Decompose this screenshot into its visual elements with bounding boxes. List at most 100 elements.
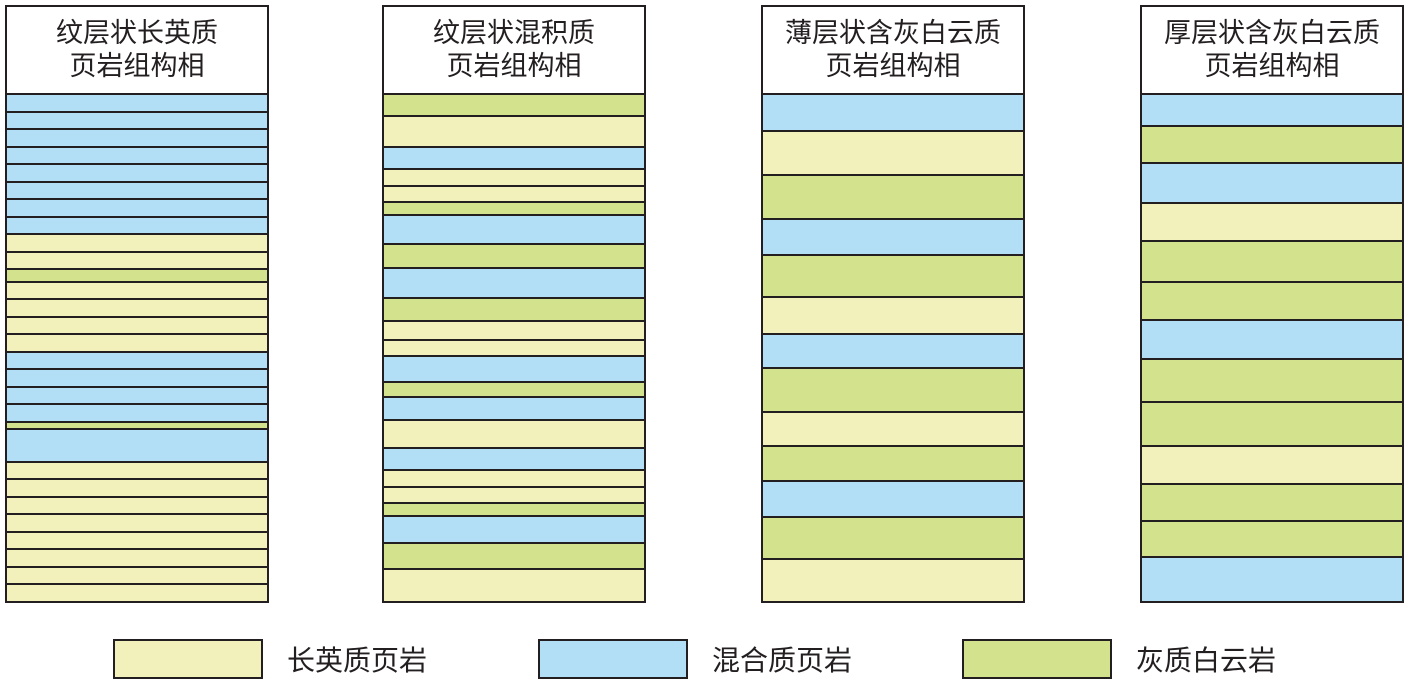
layer-band	[384, 357, 644, 383]
layer-band	[7, 112, 267, 131]
layer-band	[384, 504, 644, 517]
layer-band	[7, 317, 267, 336]
column-title-line2: 页岩组构相	[825, 51, 961, 82]
layer-band	[384, 397, 644, 422]
layer-band	[7, 252, 267, 271]
layer-band	[1142, 484, 1402, 523]
layer-band	[7, 422, 267, 430]
layer-band	[763, 132, 1023, 177]
layer-band	[763, 298, 1023, 335]
column-title-line1: 纹层状长英质	[56, 18, 218, 49]
layer-band	[7, 462, 267, 481]
column-header: 薄层状含灰白云质 页岩组构相	[761, 5, 1025, 93]
layer-band	[384, 95, 644, 118]
layer-band	[1142, 127, 1402, 165]
layer-band	[384, 203, 644, 217]
layer-band	[384, 516, 644, 545]
facies-column-3: 薄层状含灰白云质 页岩组构相	[761, 5, 1025, 603]
facies-column-2: 纹层状混积质 页岩组构相	[382, 5, 646, 603]
layer-band	[7, 567, 267, 586]
layer-band	[1142, 241, 1402, 283]
layer-band	[1142, 558, 1402, 601]
layer-band	[7, 387, 267, 406]
layer-band	[7, 182, 267, 201]
column-title-line1: 薄层状含灰白云质	[785, 18, 1001, 49]
layer-band	[7, 497, 267, 516]
layer-stack	[1140, 93, 1404, 603]
layer-band	[7, 130, 267, 148]
layer-band	[763, 481, 1023, 519]
layer-band	[7, 429, 267, 463]
layer-band	[384, 117, 644, 149]
layer-band	[7, 532, 267, 551]
layer-band	[1142, 164, 1402, 205]
layer-band	[384, 340, 644, 358]
column-title-line2: 页岩组构相	[1204, 51, 1340, 82]
layer-band	[384, 322, 644, 341]
column-header: 纹层状长英质 页岩组构相	[5, 5, 269, 93]
layer-band	[1142, 282, 1402, 321]
layer-band	[1142, 446, 1402, 485]
column-title-line2: 页岩组构相	[69, 51, 205, 82]
layer-band	[384, 245, 644, 270]
layer-band	[763, 256, 1023, 299]
layer-band	[763, 369, 1023, 413]
layer-band	[1142, 95, 1402, 128]
layer-band	[763, 334, 1023, 370]
layer-band	[763, 518, 1023, 561]
layer-band	[7, 352, 267, 371]
layer-band	[763, 95, 1023, 133]
column-header: 纹层状混积质 页岩组构相	[382, 5, 646, 93]
layer-band	[7, 480, 267, 498]
layer-band	[384, 544, 644, 571]
column-title-line1: 纹层状混积质	[433, 18, 595, 49]
layer-band	[7, 282, 267, 301]
legend-item-mixed-shale: 混合质页岩	[538, 638, 852, 680]
legend-swatch	[113, 639, 263, 679]
facies-column-4: 厚层状含灰白云质 页岩组构相	[1140, 5, 1404, 603]
layer-band	[7, 270, 267, 283]
column-title-line2: 页岩组构相	[446, 51, 582, 82]
legend-label: 混合质页岩	[712, 644, 853, 677]
layer-band	[384, 170, 644, 187]
layer-band	[384, 269, 644, 299]
layer-band	[7, 147, 267, 166]
layer-band	[7, 217, 267, 236]
layer-band	[763, 447, 1023, 482]
layer-band	[7, 95, 267, 113]
legend-item-felsic-shale: 长英质页岩	[113, 638, 427, 680]
layer-band	[7, 165, 267, 183]
layer-band	[7, 300, 267, 318]
layer-band	[763, 176, 1023, 221]
column-title-line1: 厚层状含灰白云质	[1164, 18, 1380, 49]
layer-stack	[5, 93, 269, 603]
layer-band	[384, 470, 644, 488]
facies-column-1: 纹层状长英质 页岩组构相	[5, 5, 269, 603]
layer-band	[7, 405, 267, 423]
layer-band	[384, 216, 644, 246]
layer-band	[1142, 403, 1402, 447]
layer-band	[763, 412, 1023, 448]
legend-item-limy-dolomite: 灰质白云岩	[962, 638, 1276, 680]
layer-band	[1142, 204, 1402, 242]
layer-band	[7, 235, 267, 253]
layer-band	[7, 585, 267, 601]
layer-band	[384, 448, 644, 471]
layer-band	[384, 298, 644, 323]
legend-label: 灰质白云岩	[1136, 644, 1277, 677]
layer-band	[384, 570, 644, 601]
layer-band	[763, 560, 1023, 602]
layer-band	[384, 148, 644, 171]
layer-stack	[382, 93, 646, 603]
legend-label: 长英质页岩	[287, 644, 428, 677]
layer-band	[7, 370, 267, 388]
layer-band	[763, 220, 1023, 257]
column-header: 厚层状含灰白云质 页岩组构相	[1140, 5, 1404, 93]
layer-band	[384, 487, 644, 505]
layer-band	[384, 421, 644, 449]
layer-band	[1142, 522, 1402, 559]
layer-band	[384, 186, 644, 204]
layer-band	[7, 550, 267, 568]
layer-band	[384, 382, 644, 398]
legend-swatch	[962, 639, 1112, 679]
